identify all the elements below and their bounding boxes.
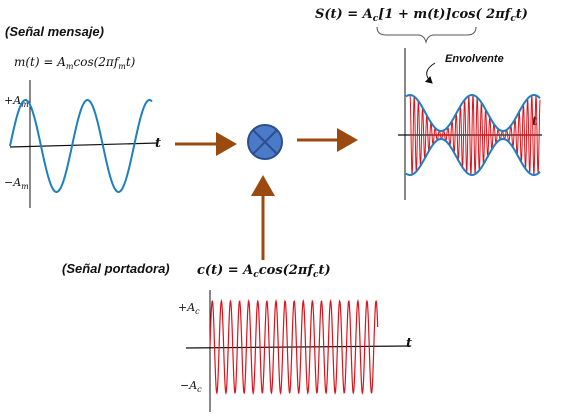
message-wave [9,99,153,193]
message-neg-amp: −Am [4,176,29,191]
message-axis-t: t [155,136,161,151]
modulated-formula: S(t) = Ac[1 + m(t)]cos( 2πfct) [315,7,528,24]
envelope-lower [405,137,541,177]
message-formula: m(t) = Amcos(2πfmt) [14,55,136,71]
message-pos-amp: +Am [4,94,29,109]
carrier-pos-amp: +Ac [178,301,200,316]
envelope-pointer-arrow [424,62,436,84]
envelope-upper [405,93,541,133]
message-x-axis [9,142,159,148]
carrier-neg-amp: −Ac [180,379,202,394]
carrier-axis-t: t [406,336,412,351]
message-title: (Señal mensaje) [5,24,104,39]
multiplier-x-icon [247,124,283,160]
formula-brace [376,26,477,44]
carrier-formula: c(t) = Accos(2πfct) [197,263,331,280]
envelope-label: Envolvente [445,53,504,65]
carrier-wave [209,299,379,395]
carrier-title: (Señal portadora) [62,261,170,276]
